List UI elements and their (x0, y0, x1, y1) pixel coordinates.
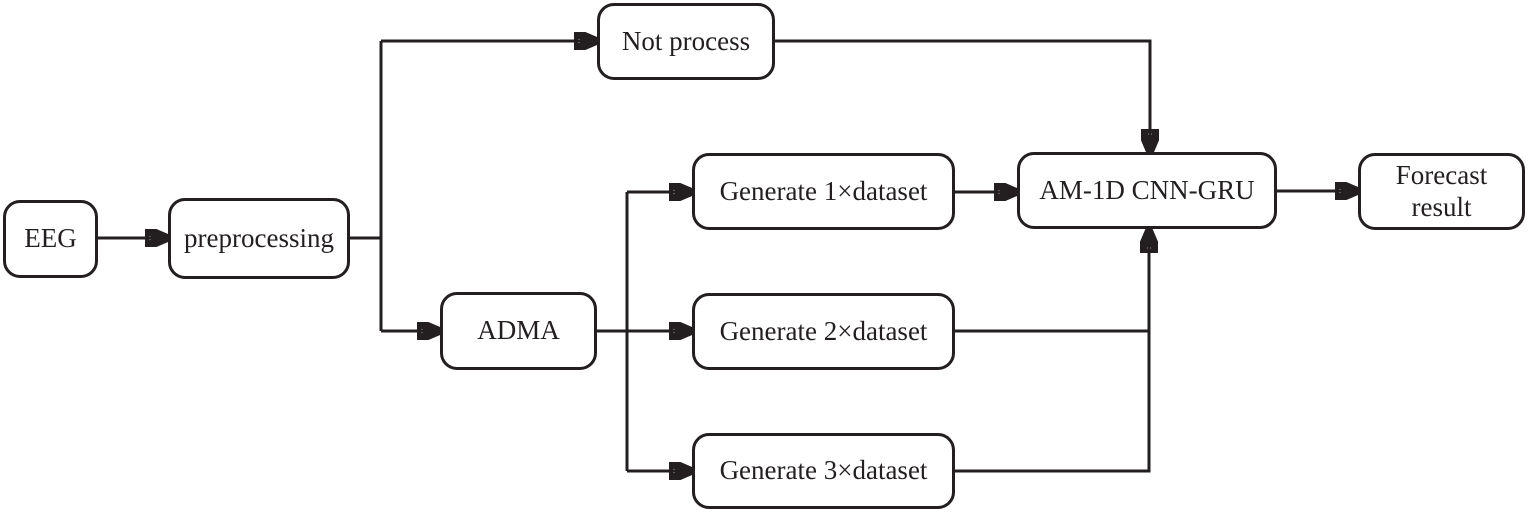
node-generate-3x-dataset: Generate 3×dataset (692, 433, 955, 509)
node-adma: ADMA (440, 292, 597, 370)
node-forecast-result: Forecast result (1358, 153, 1525, 230)
node-preprocessing: preprocessing (168, 198, 350, 279)
node-generate-1x-dataset: Generate 1×dataset (692, 153, 955, 230)
node-eeg: EEG (3, 200, 98, 278)
node-generate-2x-dataset: Generate 2×dataset (692, 293, 955, 370)
edge-generate-3x-model (955, 232, 1149, 473)
edge-not-process-model (775, 39, 1150, 150)
node-am-1d-cnn-gru: AM-1D CNN-GRU (1017, 152, 1277, 229)
node-not-process: Not process (597, 3, 775, 80)
